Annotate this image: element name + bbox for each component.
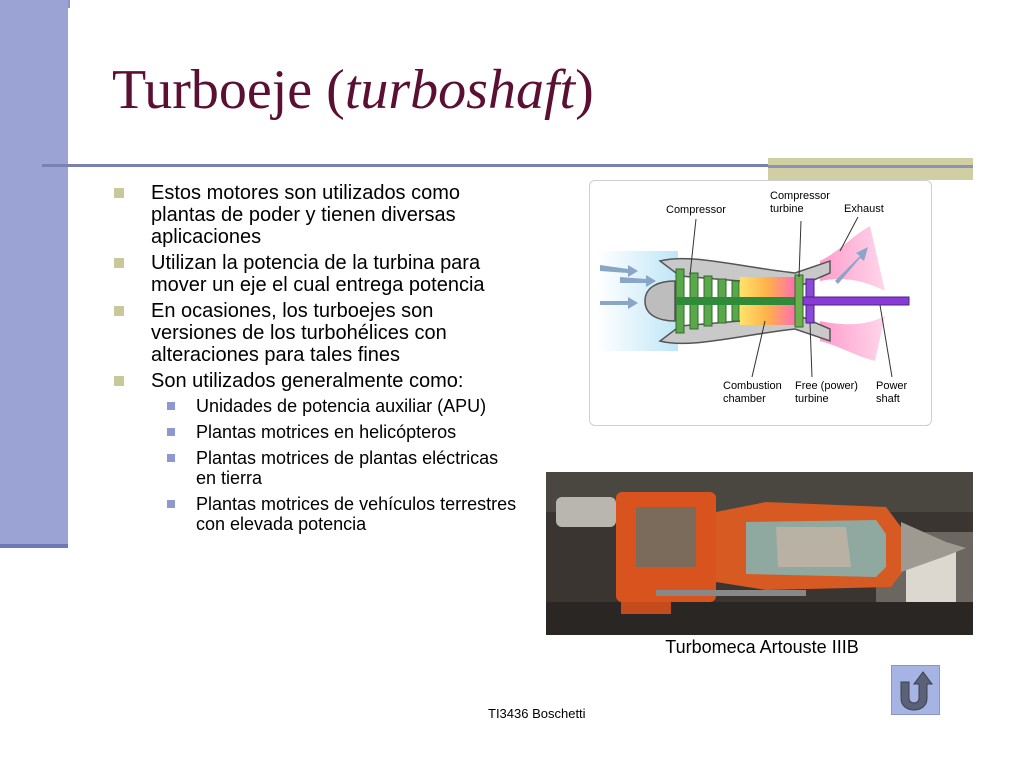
title-close: ): [575, 59, 594, 121]
left-accent-line: [68, 0, 70, 8]
sub-bullet-text: Unidades de potencia auxiliar (APU): [196, 396, 487, 416]
label-compressor-turbine-line1: Compressor: [770, 190, 830, 202]
label-combustion-line1: Combustion: [723, 380, 782, 392]
return-arrow-icon: [900, 671, 933, 711]
exhaust-arrow: [835, 247, 868, 284]
sub-bullet-marker: [167, 454, 175, 462]
turboshaft-diagram-svg: Compressor Compressor turbine Exhaust Co…: [598, 190, 910, 405]
bullet-list: Estos motores son utilizados como planta…: [112, 182, 522, 540]
bullet-item: Son utilizados generalmente como: Unidad…: [112, 370, 522, 534]
bullet-text: Son utilizados generalmente como:: [151, 370, 464, 392]
bullet-item: Estos motores son utilizados como planta…: [112, 182, 522, 248]
power-shaft: [802, 296, 910, 306]
bullet-text: Estos motores son utilizados como planta…: [151, 182, 461, 248]
left-accent-bar: [0, 0, 68, 546]
left-accent-bar-edge: [0, 544, 68, 548]
slide-title: Turboeje (turboshaft): [112, 62, 594, 118]
label-power-shaft-line2: shaft: [876, 393, 900, 405]
title-italic: turboshaft: [344, 59, 576, 121]
label-power-shaft-line1: Power: [876, 380, 908, 392]
bullet-marker: [114, 306, 124, 316]
bullet-text: Utilizan la potencia de la turbina para …: [151, 252, 485, 296]
label-compressor-turbine-line2: turbine: [770, 203, 804, 215]
bullet-marker: [114, 258, 124, 268]
intake-arrows: [600, 265, 656, 309]
bullet-marker: [114, 188, 124, 198]
exhaust-plume-top: [820, 226, 885, 291]
sub-bullet-text: Plantas motrices de vehículos terrestres…: [196, 494, 517, 534]
sub-bullet-marker: [167, 428, 175, 436]
sub-bullet-text: Plantas motrices de plantas eléctricas e…: [196, 448, 499, 488]
bullet-item: En ocasiones, los turboejes son versione…: [112, 300, 522, 366]
sub-bullet-text: Plantas motrices en helicópteros: [196, 422, 457, 442]
label-free-turbine-line2: turbine: [795, 393, 829, 405]
sub-bullet-list: Unidades de potencia auxiliar (APU) Plan…: [151, 396, 522, 534]
label-free-turbine-line1: Free (power): [795, 380, 858, 392]
olive-accent-line: [768, 165, 973, 168]
sub-bullet-marker: [167, 500, 175, 508]
compressor-turbine: [794, 274, 804, 328]
engine-photo: [546, 472, 973, 635]
sub-bullet-item: Unidades de potencia auxiliar (APU): [151, 396, 522, 416]
label-combustion-line2: chamber: [723, 393, 766, 405]
bullet-marker: [114, 376, 124, 386]
sub-bullet-marker: [167, 402, 175, 410]
bullet-text: En ocasiones, los turboejes son versione…: [151, 300, 447, 366]
olive-accent-bar: [768, 158, 973, 180]
sub-bullet-item: Plantas motrices de vehículos terrestres…: [151, 494, 522, 534]
turboshaft-diagram: Compressor Compressor turbine Exhaust Co…: [589, 180, 932, 426]
label-compressor: Compressor: [666, 204, 726, 216]
slide-footer: TI3436 Boschetti: [488, 706, 586, 721]
compressor-shaft: [676, 297, 796, 305]
photo-caption: Turbomeca Artouste IIIB: [665, 637, 859, 657]
bullet-item: Utilizan la potencia de la turbina para …: [112, 252, 522, 296]
inlet-spinner: [644, 280, 676, 322]
engine-photo-svg: [546, 472, 973, 635]
title-main: Turboeje (: [112, 59, 345, 121]
sub-bullet-item: Plantas motrices de plantas eléctricas e…: [151, 448, 522, 488]
label-exhaust: Exhaust: [844, 203, 884, 215]
sub-bullet-item: Plantas motrices en helicópteros: [151, 422, 522, 442]
exhaust-plume-bottom: [820, 316, 885, 361]
label-leaders: [689, 216, 893, 378]
title-divider: [42, 164, 782, 167]
return-button[interactable]: [891, 665, 940, 715]
